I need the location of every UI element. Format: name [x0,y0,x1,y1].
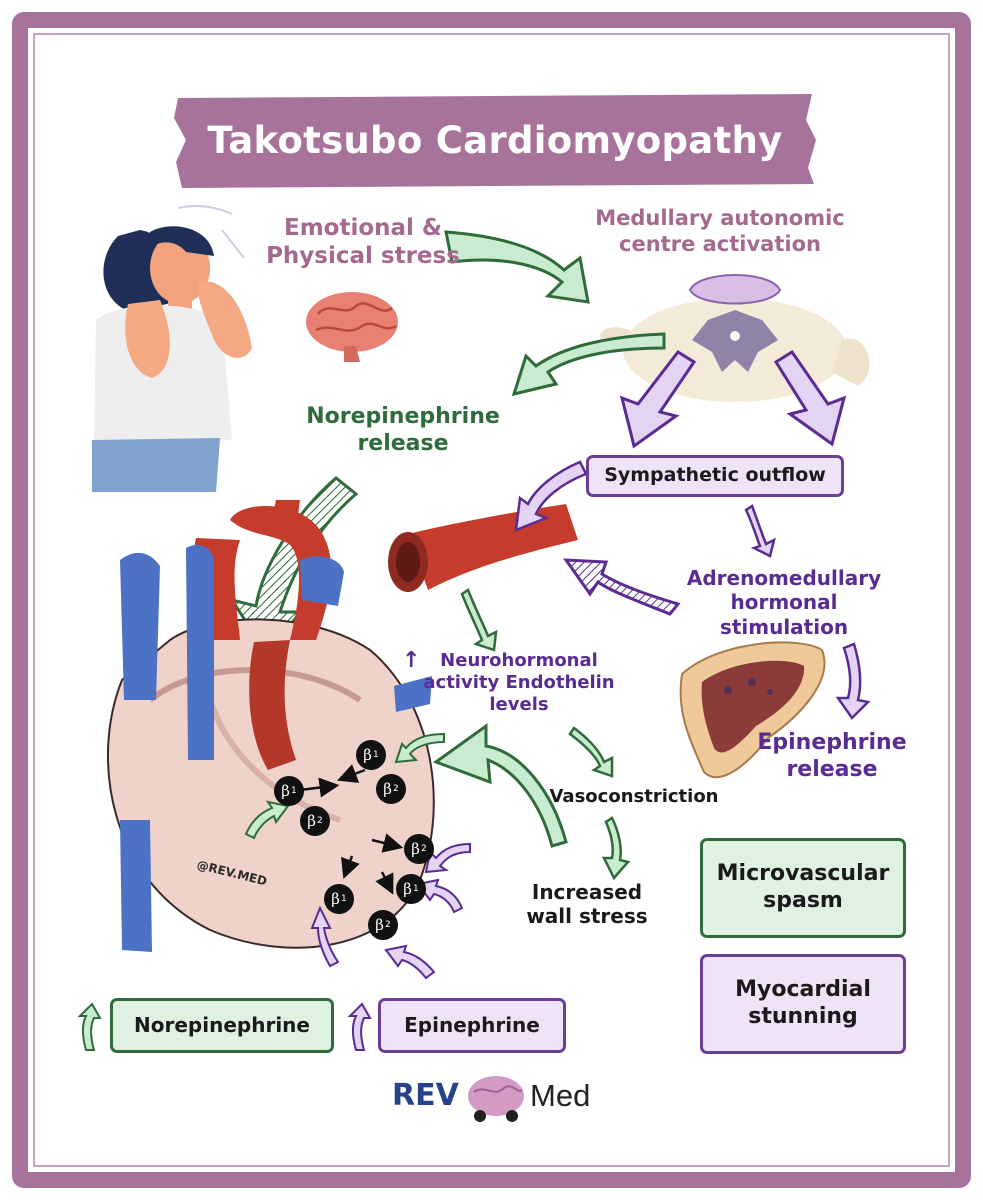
up-arrow-icon: ↑ [402,648,421,673]
label-vasoconstriction: Vasoconstriction [549,786,719,807]
label-norepinephrine-release: Norepinephrine release [306,404,500,456]
label-neurohormonal: Neurohormonal activity Endothelin levels [423,650,615,715]
arrow-stress-to-medullary [444,230,590,304]
inner-frame [33,33,950,1167]
box-epinephrine: Epinephrine [378,998,566,1053]
arrow-adrenal-to-epinephrine [835,642,871,720]
arrow-spinal-right [773,349,847,447]
arrow-spinal-left [619,350,697,449]
page-frame [12,12,971,1188]
stressed-woman-illustration [92,205,252,492]
label-stress: Emotional & Physical stress [266,215,460,270]
label-adrenomedullary: Adrenomedullary hormonal stimulation [686,566,882,639]
arrow-wall-stress-to-heart [432,723,568,848]
arrow-medullary-to-norepinephrine [511,332,666,397]
logo-text-rev: REV [392,1078,459,1113]
logo-brain-icon [468,1076,524,1122]
label-neurohormonal-group: ↑ Neurohormonal activity Endothelin leve… [400,648,622,716]
arrow-adrenomedullary-to-vessel [562,558,681,616]
page-title: Takotsubo Cardiomyopathy [207,118,783,162]
title-band [174,94,816,188]
box-microvascular-spasm: Microvascular spasm [700,838,906,938]
label-medullary: Medullary autonomic centre activation [595,206,845,256]
brain-illustration [306,292,398,362]
arrow-sympathetic-to-adrenomedullary [744,504,776,558]
adrenal-gland-illustration [679,641,826,779]
label-increased-wall-stress: Increased wall stress [526,880,648,929]
label-epinephrine-release: Epinephrine release [757,730,907,782]
arrow-sympathetic-to-vessel [514,460,588,532]
box-sympathetic-outflow: Sympathetic outflow [586,455,844,497]
logo-text-med: Med [530,1078,591,1113]
blood-vessel-illustration [388,504,578,592]
box-myocardial-stunning: Myocardial stunning [700,954,906,1054]
box-norepinephrine: Norepinephrine [110,998,334,1053]
